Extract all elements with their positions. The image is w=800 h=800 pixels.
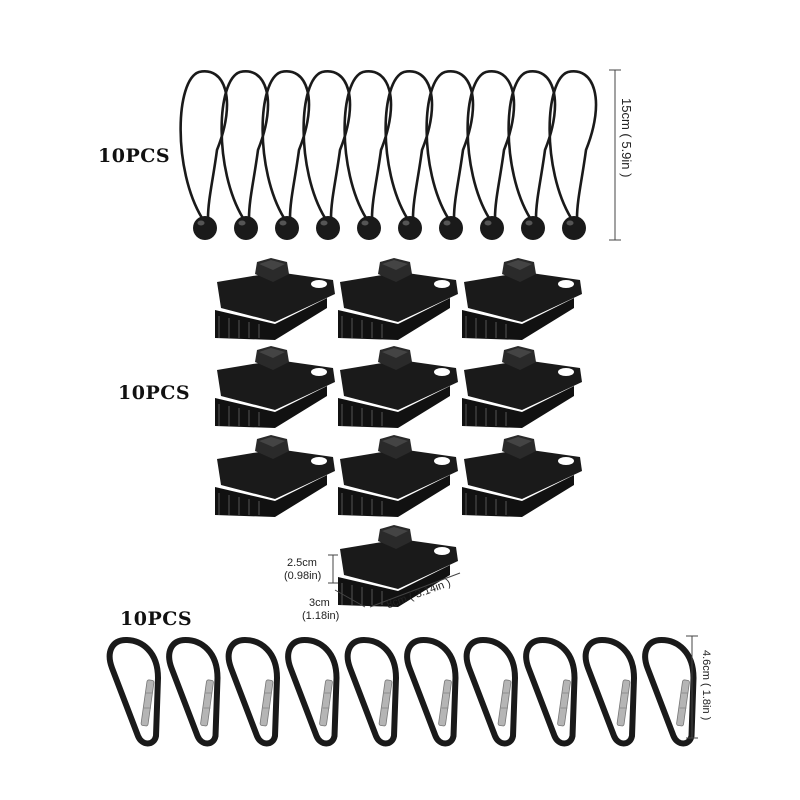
carabiner [166, 637, 221, 747]
carabiner [344, 637, 399, 747]
tarp-clip [338, 346, 458, 428]
tarp-clips-image [215, 258, 582, 607]
bungee-dimension-line [609, 69, 621, 241]
carabiner [285, 637, 340, 747]
bungee-size-label: 15cm ( 5.9in ) [619, 98, 634, 178]
bungee-ball-cord [302, 70, 352, 240]
bungee-ball-cord [548, 70, 598, 240]
bungee-ball-cord [179, 70, 229, 240]
tarp-clip [338, 525, 458, 607]
tarp-clip [338, 258, 458, 340]
carabiner [225, 637, 280, 747]
bungee-ball-cord [220, 70, 270, 240]
bungee-balls-image [179, 70, 598, 240]
carabiner-size-label: 4.6cm ( 1.8in ) [700, 650, 712, 721]
clip-height-label-in: (0.98in) [284, 570, 322, 582]
carabiner-dimension-line [686, 635, 698, 739]
carabiners-image [106, 637, 697, 747]
carabiner [463, 637, 518, 747]
tarp-clip [215, 346, 335, 428]
tarp-clip [462, 258, 582, 340]
carabiner [642, 637, 697, 747]
clip-width-label-cm: 3cm [309, 597, 330, 609]
carabiner [523, 637, 578, 747]
bungee-ball-cord [507, 70, 557, 240]
tarp-clip [462, 435, 582, 517]
clip-dimension-lines [328, 554, 461, 608]
bungee-ball-cord [425, 70, 475, 240]
clips-qty-label: 10PCS [118, 382, 191, 404]
carabiner [106, 637, 161, 747]
tarp-clip [215, 258, 335, 340]
carabiner [582, 637, 637, 747]
bungee-ball-cord [466, 70, 516, 240]
bungee-ball-cord [343, 70, 393, 240]
carabiner [404, 637, 459, 747]
bungee-ball-cord [384, 70, 434, 240]
tarp-clip [215, 435, 335, 517]
bungee-ball-cord [261, 70, 311, 240]
tarp-clip [462, 346, 582, 428]
clip-height-label-cm: 2.5cm [287, 557, 317, 569]
bungee-qty-label: 10PCS [98, 145, 171, 167]
clip-width-label-in: (1.18in) [302, 610, 340, 622]
carabiners-qty-label: 10PCS [120, 608, 193, 630]
tarp-clip [338, 435, 458, 517]
